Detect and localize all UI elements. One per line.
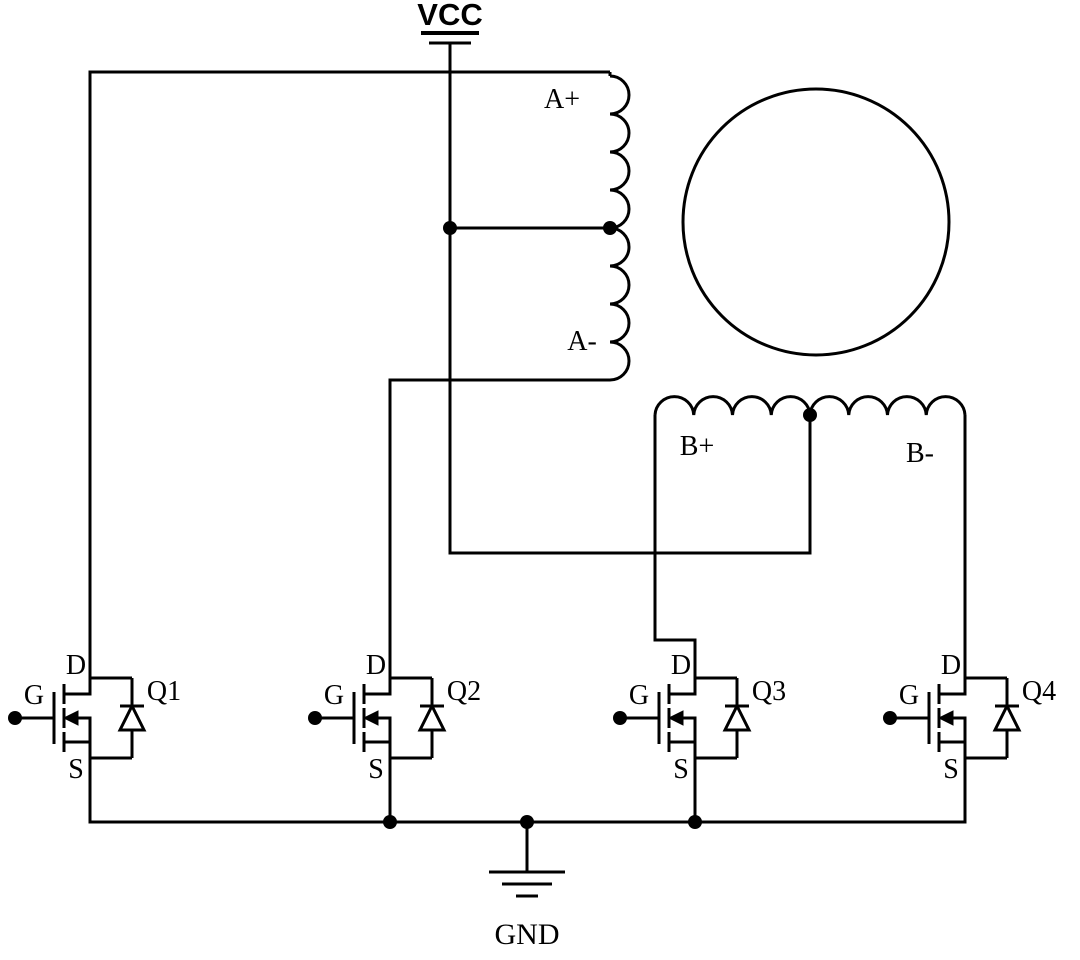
body-diode-leads bbox=[695, 676, 749, 760]
transistor-q2: D G S Q2 bbox=[308, 650, 481, 785]
drain-label: D bbox=[366, 650, 386, 681]
coil-a-minus-label: A- bbox=[567, 326, 597, 357]
mosfet-drain-lead bbox=[939, 658, 967, 696]
wires bbox=[88, 43, 967, 824]
body-diode-leads bbox=[965, 676, 1019, 760]
source-label: S bbox=[368, 754, 384, 785]
source-label: S bbox=[68, 754, 84, 785]
a-minus-to-q2-wire bbox=[388, 378, 610, 658]
drain-label: D bbox=[941, 650, 961, 681]
transistor-name-label: Q2 bbox=[447, 676, 481, 707]
vcc-label: VCC bbox=[417, 0, 482, 32]
transistor-q4: D G S Q4 bbox=[883, 650, 1056, 785]
source-label: S bbox=[673, 754, 689, 785]
vcc-net-wire bbox=[448, 43, 812, 555]
winding-b: B+ B- bbox=[653, 395, 967, 469]
coil-a-plus-icon bbox=[609, 74, 631, 230]
gate-label: G bbox=[629, 680, 649, 711]
coil-a-minus-icon bbox=[609, 226, 631, 382]
mosfet-body-lead bbox=[683, 716, 697, 742]
drain-label: D bbox=[671, 650, 691, 681]
junction-dot bbox=[688, 815, 702, 829]
junction-dots bbox=[383, 221, 817, 829]
mosfet-drain-lead bbox=[64, 658, 92, 696]
mosfet-body-arrow-icon bbox=[62, 710, 79, 726]
transistor-q1: D G S Q1 bbox=[8, 650, 181, 785]
gate-terminal-dot bbox=[8, 711, 22, 725]
gate-terminal-dot bbox=[308, 711, 322, 725]
transistor-name-label: Q4 bbox=[1022, 676, 1056, 707]
mosfet-body-arrow-icon bbox=[362, 710, 379, 726]
vcc-symbol: VCC bbox=[417, 0, 483, 45]
mosfet-drain-lead bbox=[364, 658, 392, 696]
mosfet-body-lead bbox=[78, 716, 92, 742]
junction-dot bbox=[443, 221, 457, 235]
winding-a: A+ A- bbox=[544, 74, 631, 382]
b-plus-to-q3-wire bbox=[653, 415, 697, 658]
motor-body-icon bbox=[681, 87, 951, 357]
drain-label: D bbox=[66, 650, 86, 681]
gnd-symbol: GND bbox=[489, 822, 565, 951]
a-plus-to-q1-wire bbox=[88, 70, 610, 658]
mosfet-body-arrow-icon bbox=[937, 710, 954, 726]
body-diode-icon bbox=[417, 702, 447, 732]
junction-dot bbox=[520, 815, 534, 829]
gate-terminal-dot bbox=[613, 711, 627, 725]
transistor-name-label: Q3 bbox=[752, 676, 786, 707]
gate-label: G bbox=[324, 680, 344, 711]
mosfet-body-arrow-icon bbox=[667, 710, 684, 726]
coil-a-plus-label: A+ bbox=[544, 84, 580, 115]
body-diode-icon bbox=[117, 702, 147, 732]
junction-dot bbox=[603, 221, 617, 235]
body-diode-leads bbox=[90, 676, 144, 760]
transistor-q3: D G S Q3 bbox=[613, 650, 786, 785]
mosfet-drain-lead bbox=[669, 658, 697, 696]
mosfet-body-lead bbox=[953, 716, 967, 742]
body-diode-icon bbox=[722, 702, 752, 732]
mosfet-body-lead bbox=[378, 716, 392, 742]
gate-label: G bbox=[899, 680, 919, 711]
coil-b-minus-label: B- bbox=[906, 438, 934, 469]
gnd-label: GND bbox=[495, 918, 560, 951]
body-diode-icon bbox=[992, 702, 1022, 732]
junction-dot bbox=[383, 815, 397, 829]
gate-label: G bbox=[24, 680, 44, 711]
junction-dot bbox=[803, 408, 817, 422]
source-label: S bbox=[943, 754, 959, 785]
body-diode-leads bbox=[390, 676, 444, 760]
coil-b-plus-label: B+ bbox=[680, 431, 714, 462]
gate-terminal-dot bbox=[883, 711, 897, 725]
transistor-name-label: Q1 bbox=[147, 676, 181, 707]
ground-icon bbox=[489, 870, 565, 898]
